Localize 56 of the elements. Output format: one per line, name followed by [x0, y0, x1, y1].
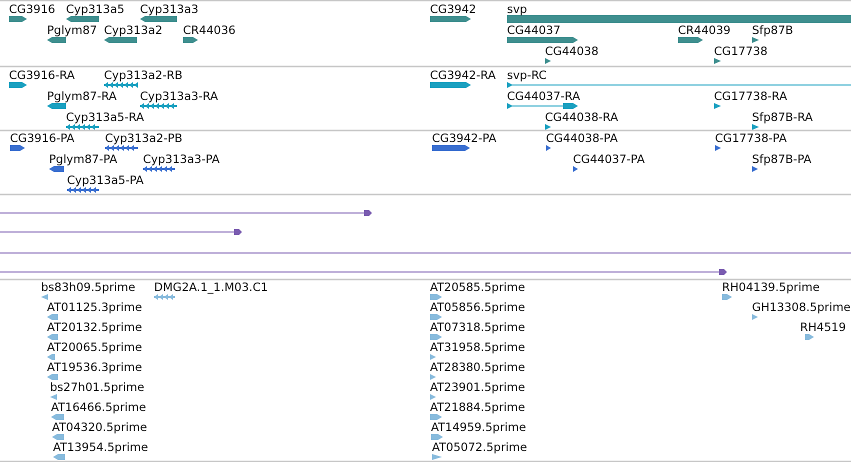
protein-label: CG3916-PA: [10, 132, 74, 145]
est-label: AT31958.5prime: [430, 341, 526, 354]
transcript-label: CG17738-RA: [714, 90, 788, 103]
gene-label: CG17738: [714, 45, 768, 58]
gene-label: CR44036: [183, 24, 236, 37]
est-label: AT20132.5prime: [47, 321, 142, 334]
est-label: AT20065.5prime: [47, 341, 142, 354]
est-label: AT21884.5prime: [430, 401, 526, 414]
gene-label: CG44037: [507, 24, 561, 37]
protein-label: CG44038-PA: [546, 132, 618, 145]
transcript-label: Cyp313a2-RB: [104, 69, 182, 82]
gene-label: Cyp313a3: [140, 3, 198, 16]
gene-label: Cyp313a5: [66, 3, 124, 16]
gene-label: Pglym87: [47, 24, 98, 37]
est-label: AT05072.5prime: [432, 441, 528, 454]
est-label: RH4519: [800, 321, 846, 334]
est-label: DMG2A.1_1.M03.C1: [154, 281, 268, 294]
gene-label: svp: [507, 3, 528, 16]
protein-label: Cyp313a2-PB: [105, 132, 182, 145]
transcript-label: Sfp87B-RA: [752, 111, 813, 124]
protein-label: Pglym87-PA: [49, 153, 118, 166]
gene-label: Sfp87B: [752, 24, 794, 37]
protein-label: CG3942-PA: [432, 132, 496, 145]
est-label: AT14959.5prime: [431, 421, 526, 434]
est-label: AT19536.3prime: [47, 361, 142, 374]
protein-label: Cyp313a3-PA: [143, 153, 220, 166]
est-label: AT20585.5prime: [430, 281, 526, 294]
transcript-label: Pglym87-RA: [47, 90, 117, 103]
gene-label: Cyp313a2: [104, 24, 162, 37]
est-label: AT23901.5prime: [430, 381, 526, 394]
est-label: AT01125.3prime: [47, 301, 142, 314]
gene-label: CG44038: [545, 45, 599, 58]
transcript-label: Cyp313a5-RA: [66, 111, 144, 124]
protein-label: Sfp87B-PA: [752, 153, 812, 166]
est-label: AT28380.5prime: [430, 361, 526, 374]
est-label: bs83h09.5prime: [41, 281, 136, 294]
est-label: RH04139.5prime: [722, 281, 820, 294]
gene-label: CG3942: [430, 3, 476, 16]
est-label: GH13308.5prime: [752, 301, 851, 314]
protein-label: CG44037-PA: [573, 153, 645, 166]
transcript-label: CG44038-RA: [545, 111, 618, 124]
est-label: AT04320.5prime: [52, 421, 148, 434]
est-label: AT16466.5prime: [51, 401, 146, 414]
transcript-label: CG44037-RA: [507, 90, 580, 103]
transcript-label: svp-RC: [507, 69, 547, 82]
transcript-label: Cyp313a3-RA: [140, 90, 218, 103]
est-label: AT07318.5prime: [430, 321, 526, 334]
est-label: bs27h01.5prime: [50, 381, 144, 394]
gene-label: CR44039: [678, 24, 731, 37]
protein-label: Cyp313a5-PA: [67, 174, 144, 187]
gene-label: CG3916: [9, 3, 56, 16]
transcript-label: CG3916-RA: [9, 69, 75, 82]
protein-label: CG17738-PA: [715, 132, 787, 145]
est-label: AT13954.5prime: [53, 441, 148, 454]
est-label: AT05856.5prime: [430, 301, 526, 314]
transcript-label: CG3942-RA: [430, 69, 496, 82]
